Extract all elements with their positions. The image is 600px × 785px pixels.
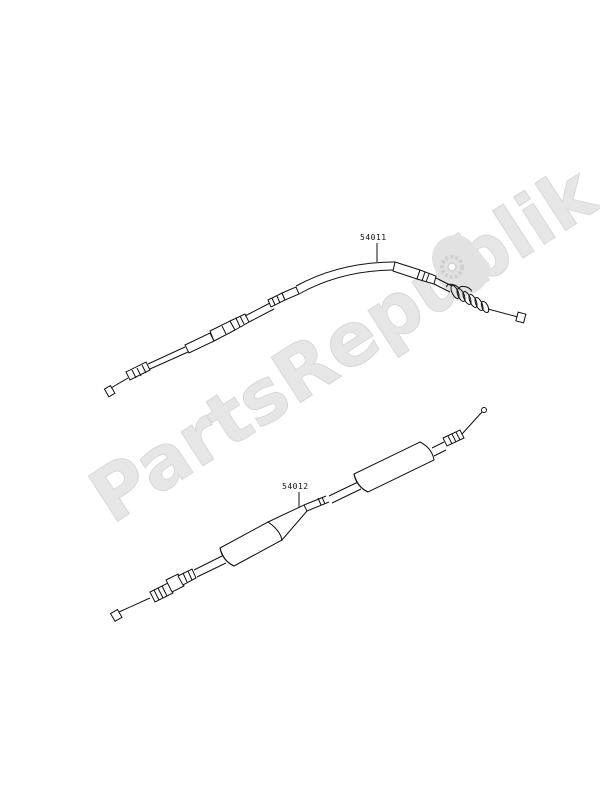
- gear-logo-icon: [431, 234, 491, 296]
- spring-coil-icon: [450, 285, 490, 314]
- part-number-54012: 54012: [282, 482, 309, 491]
- cable-54012[interactable]: [109, 407, 487, 623]
- part-number-54011: 54011: [360, 233, 387, 242]
- watermark: PartsRepublik: [74, 149, 600, 541]
- watermark-text: PartsRepublik: [75, 149, 600, 540]
- cable-54011[interactable]: [103, 261, 527, 398]
- threaded-adjuster-icon: [149, 568, 197, 603]
